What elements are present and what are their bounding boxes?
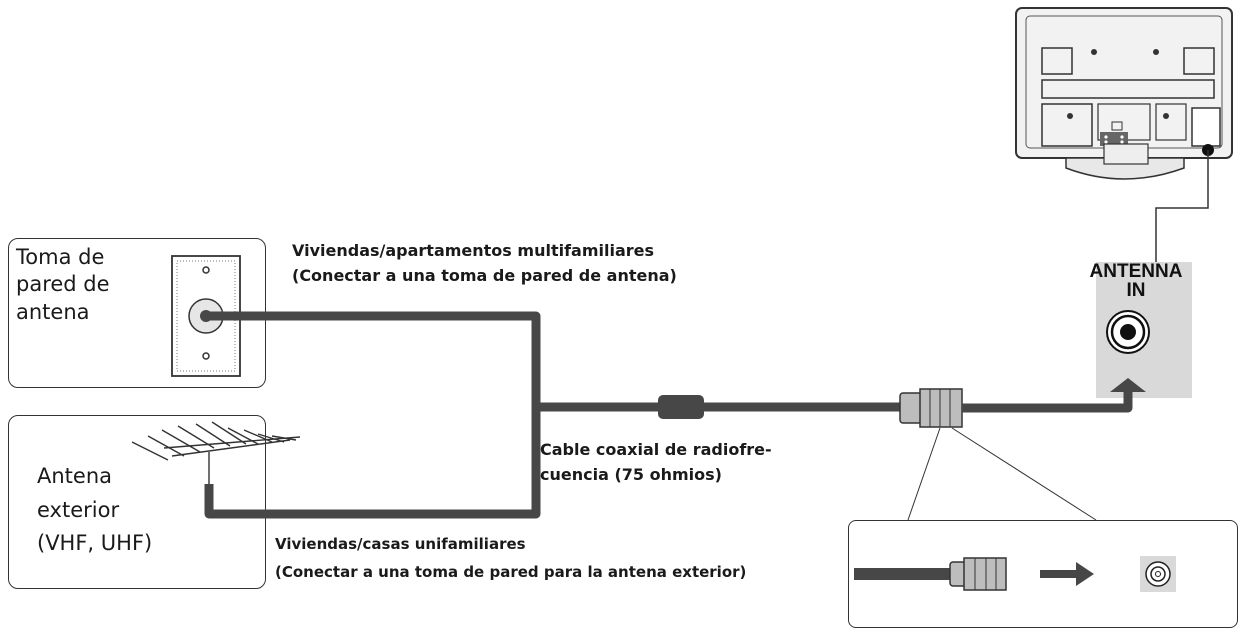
arrow-up-icon <box>1110 378 1146 392</box>
cable-caption-line-1: Cable coaxial de radiofre- <box>540 440 772 459</box>
cable-caption-line-2: cuencia (75 ohmios) <box>540 464 722 484</box>
detail-arrow-icon <box>1040 562 1094 586</box>
single-family-caption-line-1: Viviendas/casas unifamiliares <box>275 535 526 553</box>
detail-jack-icon <box>1140 556 1176 592</box>
yagi-antenna-icon <box>131 421 301 484</box>
tv-back-icon <box>1015 7 1233 180</box>
outdoor-antenna-label-line-3: (VHF, UHF) <box>37 531 153 556</box>
cable-caption: Cable coaxial de radiofre- cuencia (75 o… <box>540 438 772 488</box>
outdoor-antenna-label-line-1: Antena <box>37 464 113 488</box>
single-family-caption: Viviendas/casas unifamiliares (Conectar … <box>275 535 746 582</box>
multi-family-caption: Viviendas/apartamentos multifamiliares (… <box>292 241 677 287</box>
antenna-in-label-line-1: ANTENNA <box>1089 261 1183 282</box>
detail-plug-icon <box>854 557 1007 591</box>
coax-plug-icon <box>899 388 963 428</box>
wall-outlet-label-line-1: Toma de <box>16 245 105 269</box>
antenna-in-jack-icon <box>1106 310 1150 354</box>
tv-to-panel-line <box>1155 150 1209 262</box>
outdoor-antenna-label: Antena exterior (VHF, UHF) <box>37 460 152 561</box>
multi-family-caption-line-1: Viviendas/apartamentos multifamiliares <box>292 241 655 260</box>
wall-outlet-label-line-3: antena <box>16 299 90 324</box>
antenna-in-label-line-2: IN <box>1126 280 1146 301</box>
wall-outlet-label-line-2: pared de <box>16 272 110 297</box>
callout-line-right <box>951 427 1097 521</box>
coaxial-cable <box>204 311 904 519</box>
multi-family-caption-line-2: (Conectar a una toma de pared de antena) <box>292 265 677 285</box>
antenna-in-label: ANTENNA IN <box>1074 262 1198 300</box>
single-family-caption-line-2: (Conectar a una toma de pared para la an… <box>275 562 747 581</box>
ferrite-core-icon <box>658 395 704 419</box>
wall-outlet-label: Toma de pared de antena <box>16 244 110 326</box>
outdoor-antenna-label-line-2: exterior <box>37 497 120 522</box>
callout-line-left <box>907 427 941 521</box>
cable-to-tv <box>962 392 1133 413</box>
